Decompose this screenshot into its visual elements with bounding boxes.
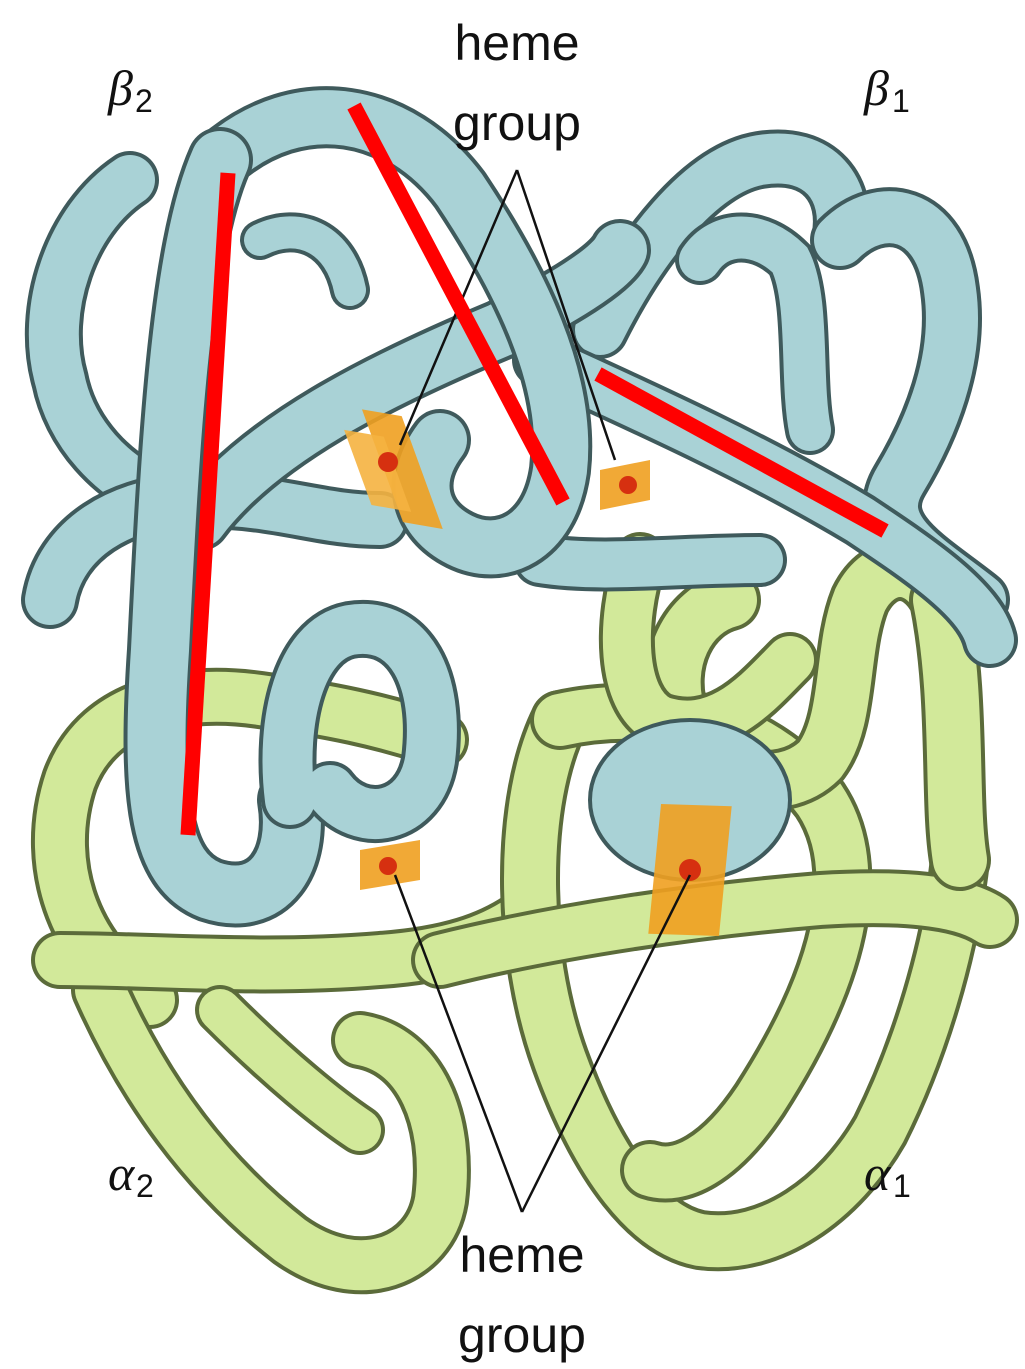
heme-group-label-top: heme group — [453, 15, 581, 151]
heme-group-icon — [600, 460, 650, 510]
red-marker-line-3 — [598, 374, 885, 531]
subunit-label-beta1: β 1 — [863, 60, 910, 119]
subunit-label-beta2: β 2 — [107, 60, 153, 119]
subunit-label-alpha1: α 1 — [864, 1145, 911, 1204]
beta1-symbol: β — [863, 60, 889, 116]
alpha2-subscript: 2 — [136, 1168, 154, 1204]
heme-label-top-line2: group — [453, 95, 581, 151]
beta2-symbol: β — [107, 60, 133, 116]
beta1-subscript: 1 — [892, 83, 910, 119]
heme-label-bottom-line1: heme — [459, 1227, 584, 1283]
heme-label-bottom-line2: group — [458, 1307, 586, 1363]
beta2-subscript: 2 — [135, 83, 153, 119]
subunit-label-alpha2: α 2 — [108, 1145, 154, 1204]
alpha1-symbol: α — [864, 1145, 892, 1201]
heme-group-label-bottom: heme group — [458, 1227, 586, 1363]
heme-label-top-line1: heme — [454, 15, 579, 71]
heme-group-icon — [360, 840, 420, 890]
alpha1-subscript: 1 — [893, 1168, 911, 1204]
alpha2-symbol: α — [108, 1145, 136, 1201]
